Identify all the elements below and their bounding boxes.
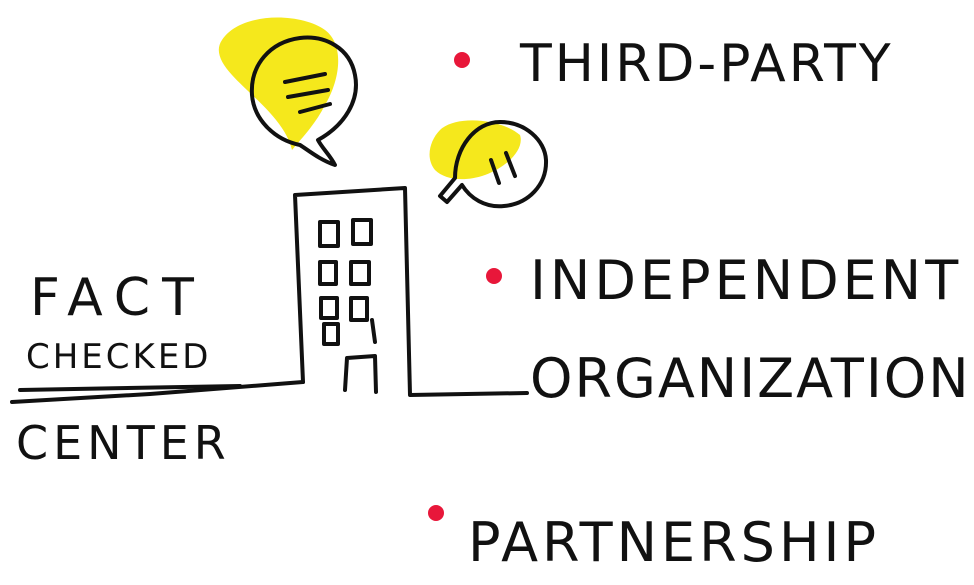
speech-bubble-icon <box>438 120 549 209</box>
bullet-independent: INDEPENDENT <box>530 249 963 312</box>
label-checked: CHECKED <box>26 337 212 377</box>
highlight-blob-large <box>218 17 339 151</box>
bullet-dot <box>428 505 444 521</box>
building-outline <box>293 186 529 397</box>
checked-underline <box>18 384 242 392</box>
ground-line-left <box>10 380 305 404</box>
label-center: CENTER <box>16 416 231 470</box>
bullet-dot <box>486 268 502 284</box>
bullet-third-party: THIRD-PARTY <box>520 34 894 94</box>
bullet-partnership: PARTNERSHIP <box>468 511 881 574</box>
building-icon <box>10 186 529 404</box>
bullet-dot <box>454 52 470 68</box>
highlight-blob-small <box>429 120 521 180</box>
label-fact: FACT <box>30 268 206 328</box>
speech-bubble-icon <box>249 35 358 167</box>
bullet-organization: ORGANIZATION <box>530 347 971 410</box>
highlight-blobs <box>218 17 521 180</box>
